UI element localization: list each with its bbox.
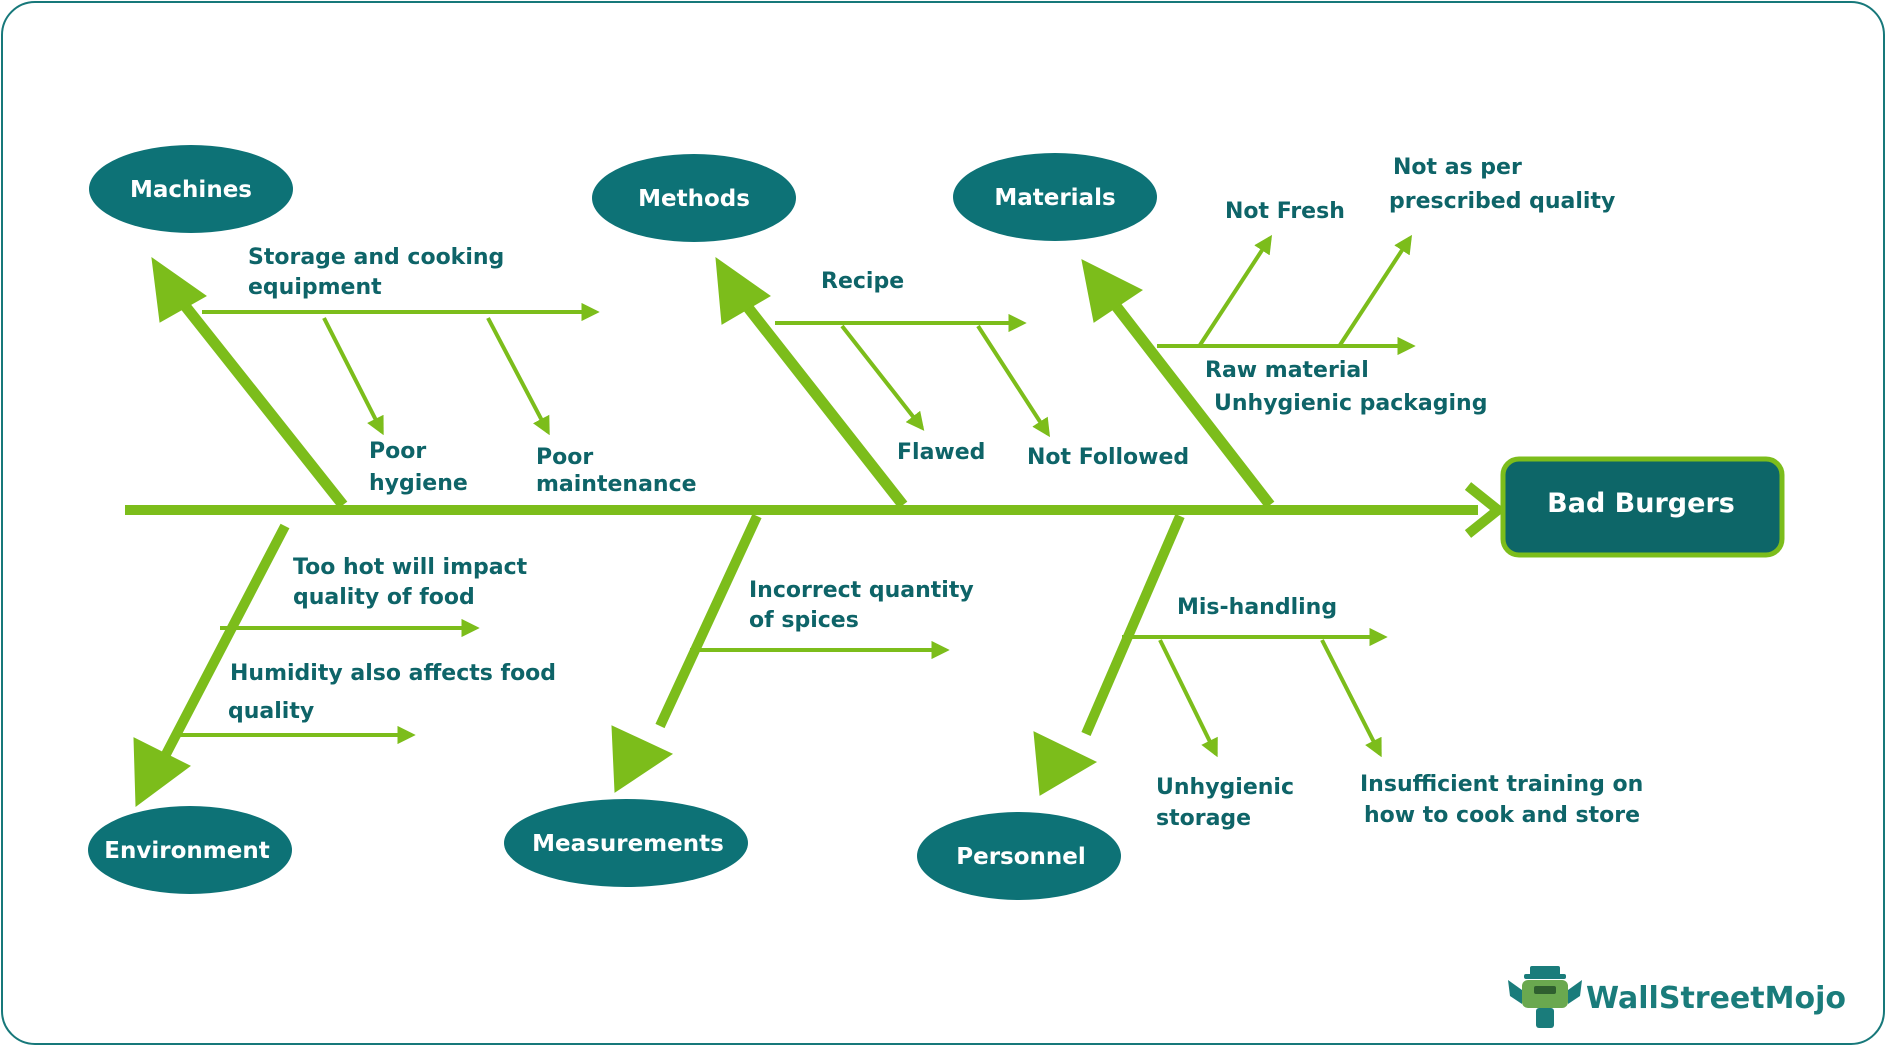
machines-cause-main-line1: Storage and cooking xyxy=(248,245,504,270)
category-machines: Machines xyxy=(89,145,293,233)
category-label-methods: Methods xyxy=(638,186,750,212)
measurements-cause-line2: of spices xyxy=(749,608,859,633)
environment-cause2-line2: quality xyxy=(228,699,314,724)
category-measurements: Measurements xyxy=(504,799,748,887)
personnel-cause-sub1-line1: Unhygienic xyxy=(1156,775,1294,800)
category-personnel: Personnel xyxy=(917,812,1121,900)
machines-cause-sub1-line2: hygiene xyxy=(369,471,468,496)
methods-cause-sub2: Not Followed xyxy=(1027,445,1189,470)
spine xyxy=(125,482,1507,538)
category-materials: Materials xyxy=(953,153,1157,241)
personnel-cause-sub2-line1: Insufficient training on xyxy=(1360,772,1643,797)
category-label-personnel: Personnel xyxy=(956,844,1086,870)
materials-cause-main1: Raw material xyxy=(1205,358,1369,383)
materials-cause-sub2-line1: Not as per xyxy=(1393,155,1522,180)
main-bones xyxy=(133,256,1275,807)
environment-cause2-line1: Humidity also affects food xyxy=(230,661,556,686)
effect-box: Bad Burgers xyxy=(1500,456,1785,558)
category-label-materials: Materials xyxy=(994,185,1115,211)
category-environment: Environment xyxy=(88,806,292,894)
machines-cause-sub2-line2: maintenance xyxy=(536,472,697,497)
category-label-measurements: Measurements xyxy=(532,831,724,857)
methods-cause-sub1: Flawed xyxy=(897,440,985,465)
materials-cause-sub2-line2: prescribed quality xyxy=(1389,189,1615,214)
environment-cause1-line2: quality of food xyxy=(293,585,475,610)
personnel-cause-sub2-line2: how to cook and store xyxy=(1364,803,1640,828)
materials-cause-main2: Unhygienic packaging xyxy=(1214,391,1487,416)
category-label-machines: Machines xyxy=(130,177,252,203)
machines-cause-main-line2: equipment xyxy=(248,275,382,300)
environment-cause1-line1: Too hot will impact xyxy=(293,555,528,580)
logo-text: WallStreetMojo xyxy=(1586,981,1846,1016)
category-methods: Methods xyxy=(592,154,796,242)
personnel-cause-sub1-line2: storage xyxy=(1156,806,1251,831)
materials-cause-sub1: Not Fresh xyxy=(1225,199,1345,224)
wallstreetmojo-logo: WallStreetMojo xyxy=(1508,966,1846,1028)
machines-cause-sub1-line1: Poor xyxy=(369,439,426,464)
effect-label: Bad Burgers xyxy=(1547,488,1735,519)
measurements-cause-line1: Incorrect quantity xyxy=(749,578,974,603)
methods-cause-main: Recipe xyxy=(821,269,904,294)
personnel-cause-main: Mis-handling xyxy=(1177,595,1337,620)
machines-cause-sub2-line1: Poor xyxy=(536,445,593,470)
logo-mascot-icon xyxy=(1508,966,1582,1028)
cause-arrows xyxy=(180,234,1416,758)
category-label-environment: Environment xyxy=(104,838,269,864)
